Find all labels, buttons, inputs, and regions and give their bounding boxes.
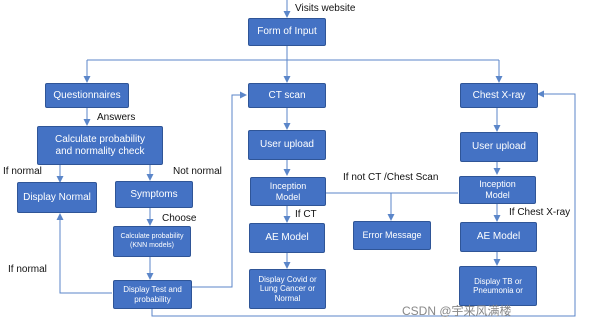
if-normal-top-label: If normal xyxy=(3,166,42,177)
visits-website-label: Visits website xyxy=(295,3,356,14)
display-tb-box: Display TB or Pneumonia or xyxy=(459,266,537,306)
choose-label: Choose xyxy=(162,213,197,224)
display-test-probability-box: Display Test and probability xyxy=(113,280,192,309)
ct-scan-box: CT scan xyxy=(248,83,326,108)
chest-xray-box: Chest X-ray xyxy=(460,83,538,108)
if-not-ct-label: If not CT /Chest Scan xyxy=(343,172,439,183)
user-upload-ct-box: User upload xyxy=(248,130,326,160)
symptoms-box: Symptoms xyxy=(115,181,193,208)
questionnaires-box: Questionnaires xyxy=(45,83,129,108)
calculate-probability-box: Calculate probability and normality chec… xyxy=(37,126,163,165)
calculate-knn-box: Calculate probability (KNN models) xyxy=(113,226,191,257)
watermark: CSDN @宇来风满楼 xyxy=(402,304,512,318)
if-ct-label: If CT xyxy=(295,209,317,220)
inception-model-ct-box: Inception Model xyxy=(250,177,326,206)
inception-model-xray-box: Inception Model xyxy=(459,176,536,204)
user-upload-xray-box: User upload xyxy=(460,132,538,162)
display-normal-box: Display Normal xyxy=(17,182,97,213)
not-normal-label: Not normal xyxy=(173,166,222,177)
ae-model-ct-box: AE Model xyxy=(249,223,325,253)
ae-model-xray-box: AE Model xyxy=(460,222,537,252)
form-of-input-box: Form of Input xyxy=(248,18,326,46)
if-chest-xray-label: If Chest X-ray xyxy=(509,207,571,218)
if-normal-bottom-label: If normal xyxy=(8,264,47,275)
answers-label: Answers xyxy=(97,112,136,123)
display-covid-box: Display Covid or Lung Cancer or Normal xyxy=(249,269,326,309)
error-message-box: Error Message xyxy=(353,221,431,250)
